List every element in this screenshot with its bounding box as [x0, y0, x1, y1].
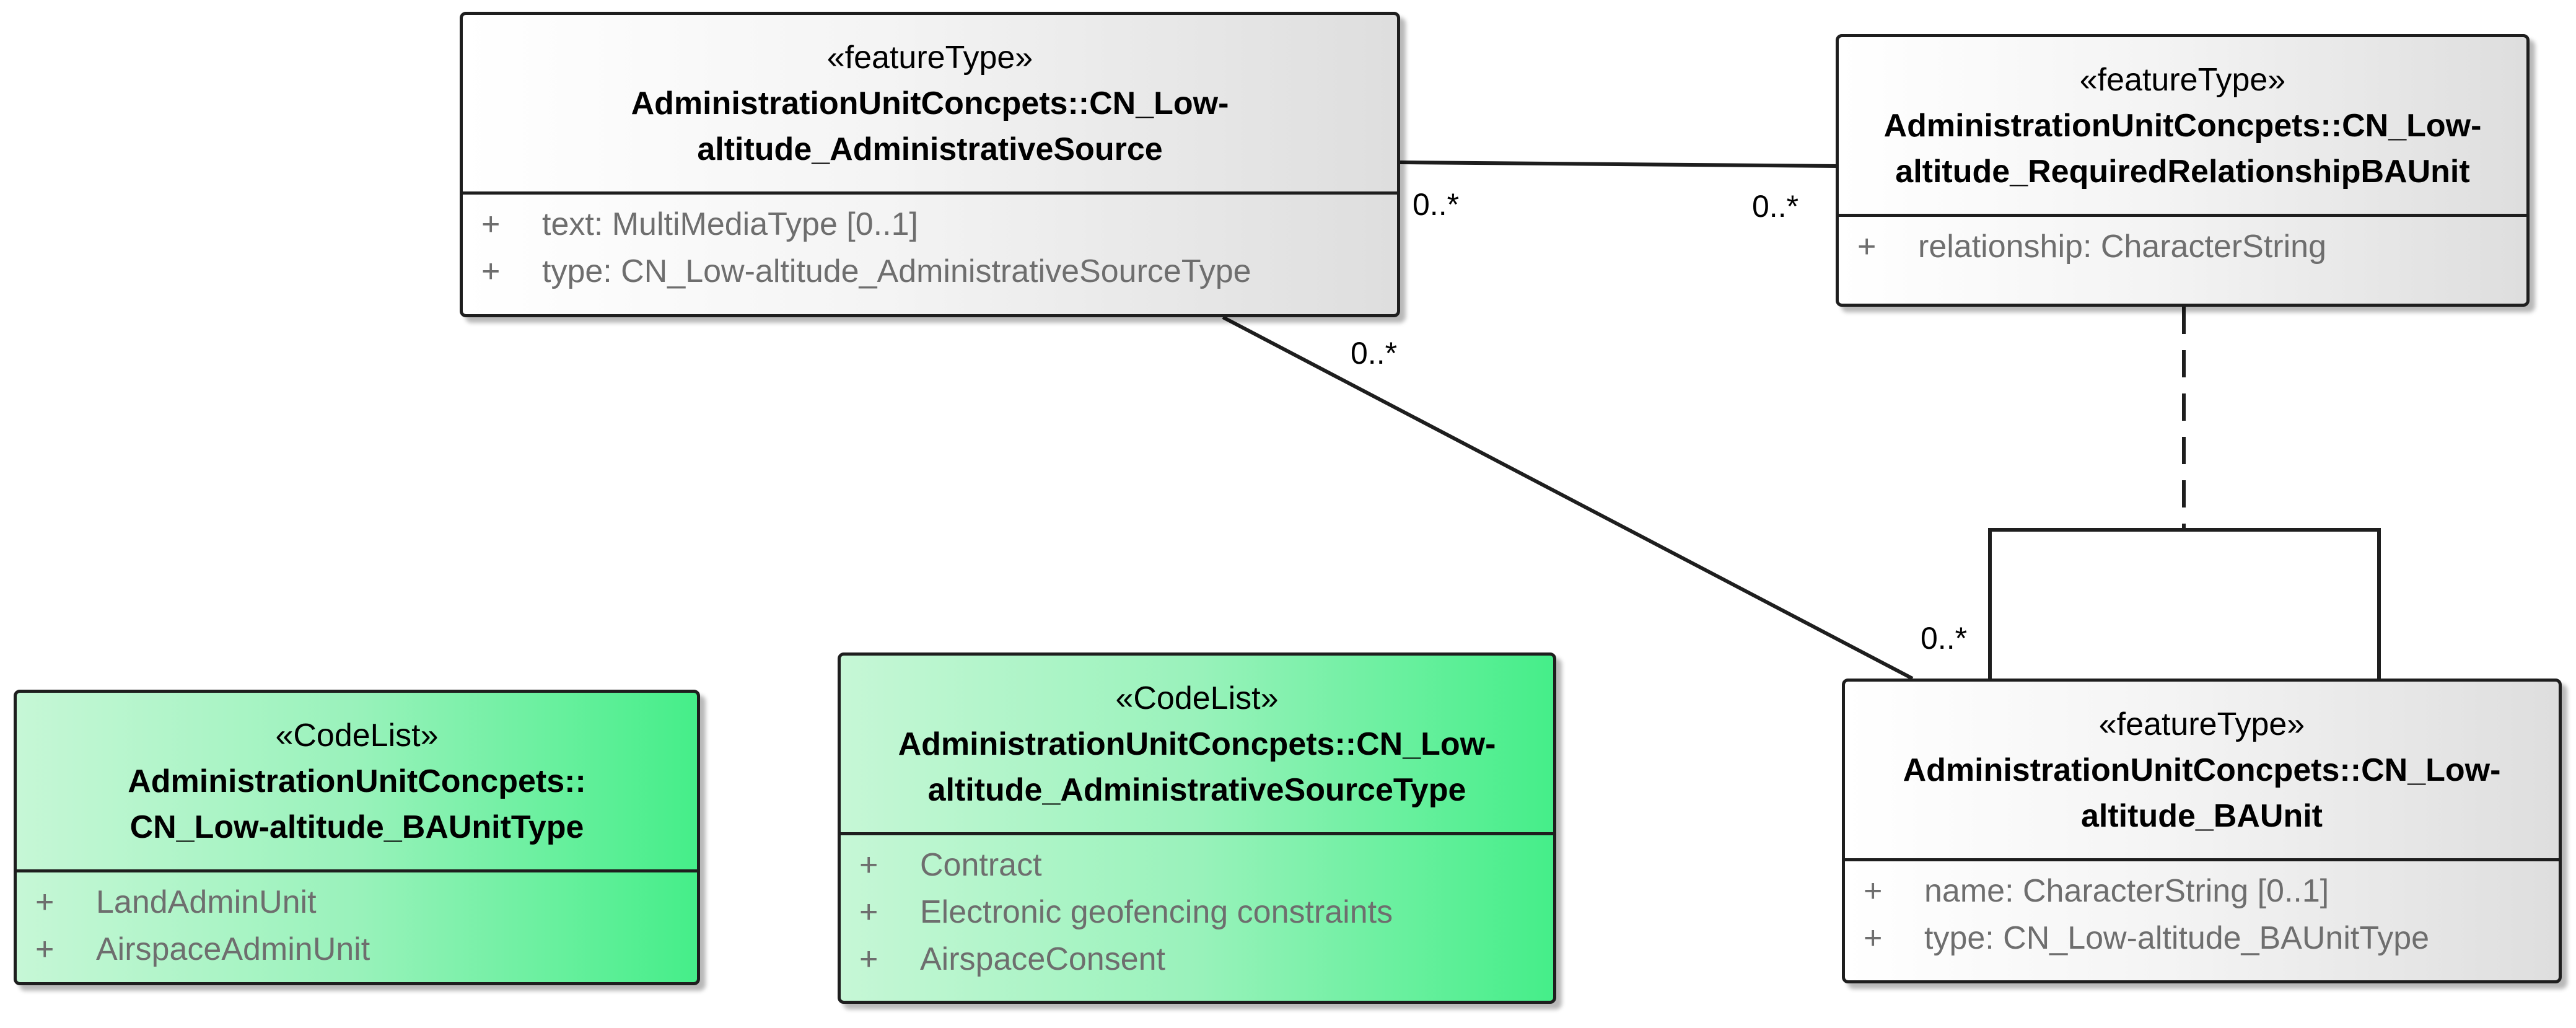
attribute-text: text: MultiMediaType [0..1] — [542, 206, 918, 242]
attribute-compartment: + text: MultiMediaType [0..1] + type: CN… — [463, 195, 1397, 295]
visibility-marker: + — [859, 847, 878, 883]
stereotype-label: «featureType» — [2079, 61, 2286, 98]
stereotype-label: «CodeList» — [275, 717, 439, 753]
visibility-marker: + — [481, 253, 501, 289]
attribute-text: type: CN_Low-altitude_BAUnitType — [1924, 920, 2430, 956]
attribute-compartment: + relationship: CharacterString — [1839, 217, 2526, 270]
class-name-line-2: altitude_AdministrativeSource — [697, 131, 1163, 167]
attribute-row[interactable]: + relationship: CharacterString — [1839, 223, 2526, 270]
class-name-line-2: altitude_BAUnit — [2081, 797, 2323, 834]
attribute-text: relationship: CharacterString — [1918, 229, 2326, 265]
codelist-baunit-type[interactable]: «CodeList» AdministrationUnitConcpets:: … — [14, 690, 700, 985]
association-source-baunit — [1222, 315, 1914, 680]
attribute-text: type: CN_Low-altitude_AdministrativeSour… — [542, 253, 1251, 289]
class-name-line-1: AdministrationUnitConcpets::CN_Low- — [898, 726, 1496, 762]
attribute-text: name: CharacterString [0..1] — [1924, 873, 2329, 909]
visibility-marker: + — [1864, 920, 1883, 956]
class-header: «featureType» AdministrationUnitConcpets… — [1845, 682, 2559, 861]
attribute-row[interactable]: + name: CharacterString [0..1] — [1845, 868, 2559, 915]
attribute-row[interactable]: + type: CN_Low-altitude_AdministrativeSo… — [463, 248, 1397, 295]
reflexive-association-baunit — [1988, 528, 2381, 679]
attribute-compartment: + Contract + Electronic geofencing const… — [841, 835, 1553, 983]
class-name-line-1: AdministrationUnitConcpets::CN_Low- — [1903, 752, 2501, 788]
literal-text: AirspaceConsent — [920, 941, 1165, 977]
visibility-marker: + — [1857, 229, 1877, 265]
visibility-marker: + — [35, 931, 55, 967]
literal-text: Electronic geofencing constraints — [920, 894, 1393, 930]
class-name-line-1: AdministrationUnitConcpets::CN_Low- — [631, 85, 1229, 121]
multiplicity-label: 0..* — [1921, 621, 1968, 656]
class-baunit[interactable]: «featureType» AdministrationUnitConcpets… — [1842, 679, 2562, 983]
class-header: «featureType» AdministrationUnitConcpets… — [463, 15, 1397, 195]
literal-text: AirspaceAdminUnit — [96, 931, 370, 967]
visibility-marker: + — [859, 941, 878, 977]
attribute-row[interactable]: + text: MultiMediaType [0..1] — [463, 201, 1397, 248]
stereotype-label: «featureType» — [826, 39, 1033, 76]
multiplicity-label: 0..* — [1752, 189, 1799, 224]
visibility-marker: + — [859, 894, 878, 930]
enum-literal-row[interactable]: + Electronic geofencing constraints — [841, 889, 1553, 936]
class-administrative-source[interactable]: «featureType» AdministrationUnitConcpets… — [460, 12, 1400, 317]
codelist-administrative-source-type[interactable]: «CodeList» AdministrationUnitConcpets::C… — [838, 652, 1556, 1004]
enum-literal-row[interactable]: + LandAdminUnit — [17, 879, 697, 926]
attribute-compartment: + name: CharacterString [0..1] + type: C… — [1845, 861, 2559, 962]
attribute-row[interactable]: + type: CN_Low-altitude_BAUnitType — [1845, 915, 2559, 962]
stereotype-label: «CodeList» — [1115, 680, 1279, 716]
enum-literal-row[interactable]: + AirspaceAdminUnit — [17, 926, 697, 973]
class-name-line-1: AdministrationUnitConcpets:: — [128, 763, 586, 799]
class-header: «CodeList» AdministrationUnitConcpets:: … — [17, 693, 697, 872]
class-header: «featureType» AdministrationUnitConcpets… — [1839, 37, 2526, 217]
class-required-relationship-baunit[interactable]: «featureType» AdministrationUnitConcpets… — [1836, 34, 2530, 307]
class-name-line-2: altitude_RequiredRelationshipBAUnit — [1895, 153, 2470, 190]
multiplicity-label: 0..* — [1413, 187, 1460, 222]
enum-literal-row[interactable]: + AirspaceConsent — [841, 936, 1553, 983]
literal-text: LandAdminUnit — [96, 884, 317, 920]
literal-text: Contract — [920, 847, 1042, 883]
enum-literal-row[interactable]: + Contract — [841, 841, 1553, 889]
multiplicity-label: 0..* — [1351, 336, 1398, 371]
stereotype-label: «featureType» — [2098, 706, 2305, 742]
visibility-marker: + — [481, 206, 501, 242]
visibility-marker: + — [1864, 873, 1883, 909]
class-name-line-2: CN_Low-altitude_BAUnitType — [129, 809, 584, 845]
class-name-line-2: altitude_AdministrativeSourceType — [927, 771, 1466, 808]
association-source-relationship — [1400, 160, 1838, 168]
class-header: «CodeList» AdministrationUnitConcpets::C… — [841, 656, 1553, 835]
class-name-line-1: AdministrationUnitConcpets::CN_Low- — [1883, 107, 2482, 144]
attribute-compartment: + LandAdminUnit + AirspaceAdminUnit — [17, 872, 697, 973]
visibility-marker: + — [35, 884, 55, 920]
